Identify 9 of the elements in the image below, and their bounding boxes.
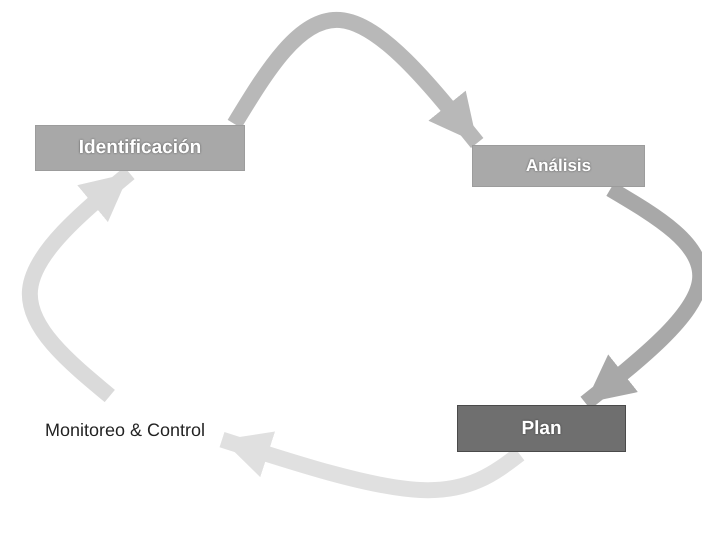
node-label: Análisis xyxy=(526,156,592,176)
node-label: Identificación xyxy=(78,137,202,159)
node-label: Plan xyxy=(521,418,562,440)
node-label: Monitoreo & Control xyxy=(44,420,206,440)
curved-arrow xyxy=(220,432,524,498)
process-box xyxy=(457,405,626,452)
curved-arrow xyxy=(228,12,484,148)
process-box xyxy=(35,125,245,171)
process-box xyxy=(472,145,645,187)
